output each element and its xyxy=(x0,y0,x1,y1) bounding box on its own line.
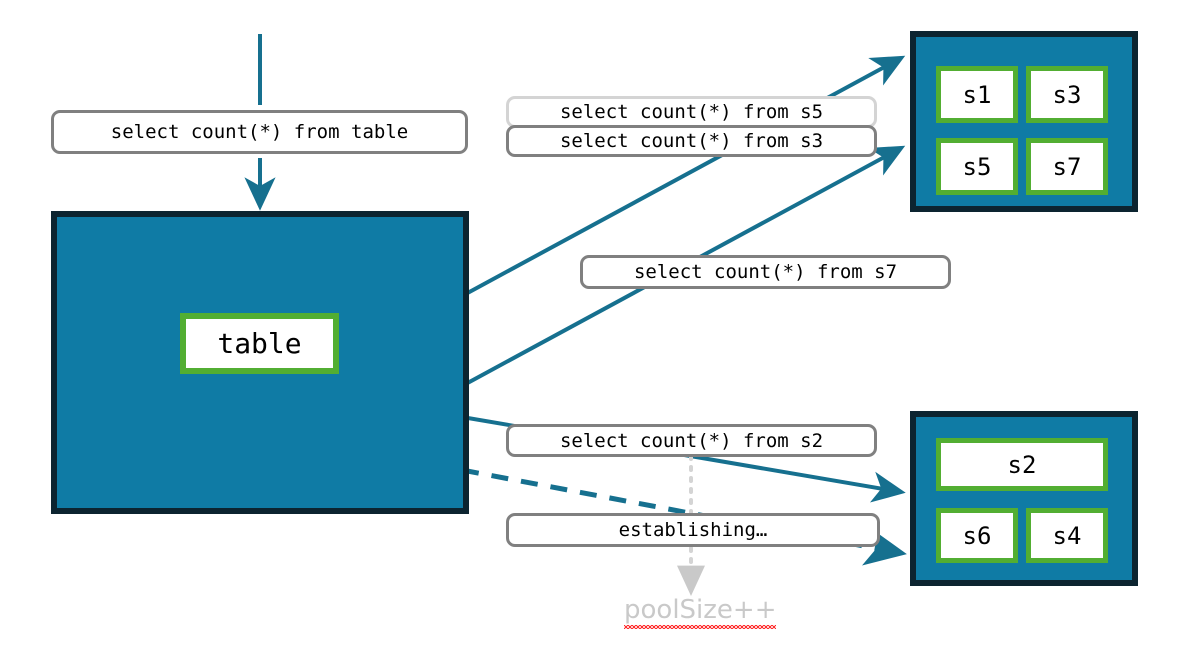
server-node-s6[interactable]: s6 xyxy=(936,508,1018,563)
server-node-s4-label: s4 xyxy=(1052,521,1082,550)
server-node-s7-label: s7 xyxy=(1052,152,1082,181)
query-pill-s2-label: select count(*) from s2 xyxy=(559,429,824,452)
query-pill-root[interactable]: select count(*) from table xyxy=(51,110,468,154)
server-node-s2-label: s2 xyxy=(1007,450,1037,479)
status-pill-establishing-label: establishing… xyxy=(618,519,768,541)
query-pill-root-label: select count(*) from table xyxy=(110,121,409,143)
server-node-s4[interactable]: s4 xyxy=(1026,508,1108,563)
server-node-s7[interactable]: s7 xyxy=(1026,138,1108,195)
poolsize-annotation-label: poolSize++ xyxy=(624,595,777,629)
poolsize-annotation: poolSize++ xyxy=(624,595,777,629)
query-pill-s7-label: select count(*) from s7 xyxy=(633,261,898,283)
query-pill-s2[interactable]: select count(*) from s2 xyxy=(506,424,877,457)
server-node-s6-label: s6 xyxy=(962,521,992,550)
query-pill-s7[interactable]: select count(*) from s7 xyxy=(580,255,951,289)
table-node-label: table xyxy=(217,327,302,360)
query-pill-s5-label: select count(*) from s5 xyxy=(559,101,824,123)
server-node-s2[interactable]: s2 xyxy=(936,438,1108,491)
status-pill-establishing[interactable]: establishing… xyxy=(506,513,880,547)
query-pill-s5[interactable]: select count(*) from s5 xyxy=(506,96,877,128)
server-node-s5[interactable]: s5 xyxy=(936,138,1018,195)
server-node-s1-label: s1 xyxy=(962,80,992,109)
server-node-s1[interactable]: s1 xyxy=(936,66,1018,123)
server-node-s3-label: s3 xyxy=(1052,80,1082,109)
server-node-s5-label: s5 xyxy=(962,152,992,181)
query-pill-s3[interactable]: select count(*) from s3 xyxy=(506,125,877,157)
table-node[interactable]: table xyxy=(180,313,339,374)
query-pill-s3-label: select count(*) from s3 xyxy=(559,130,824,152)
server-node-s3[interactable]: s3 xyxy=(1026,66,1108,123)
